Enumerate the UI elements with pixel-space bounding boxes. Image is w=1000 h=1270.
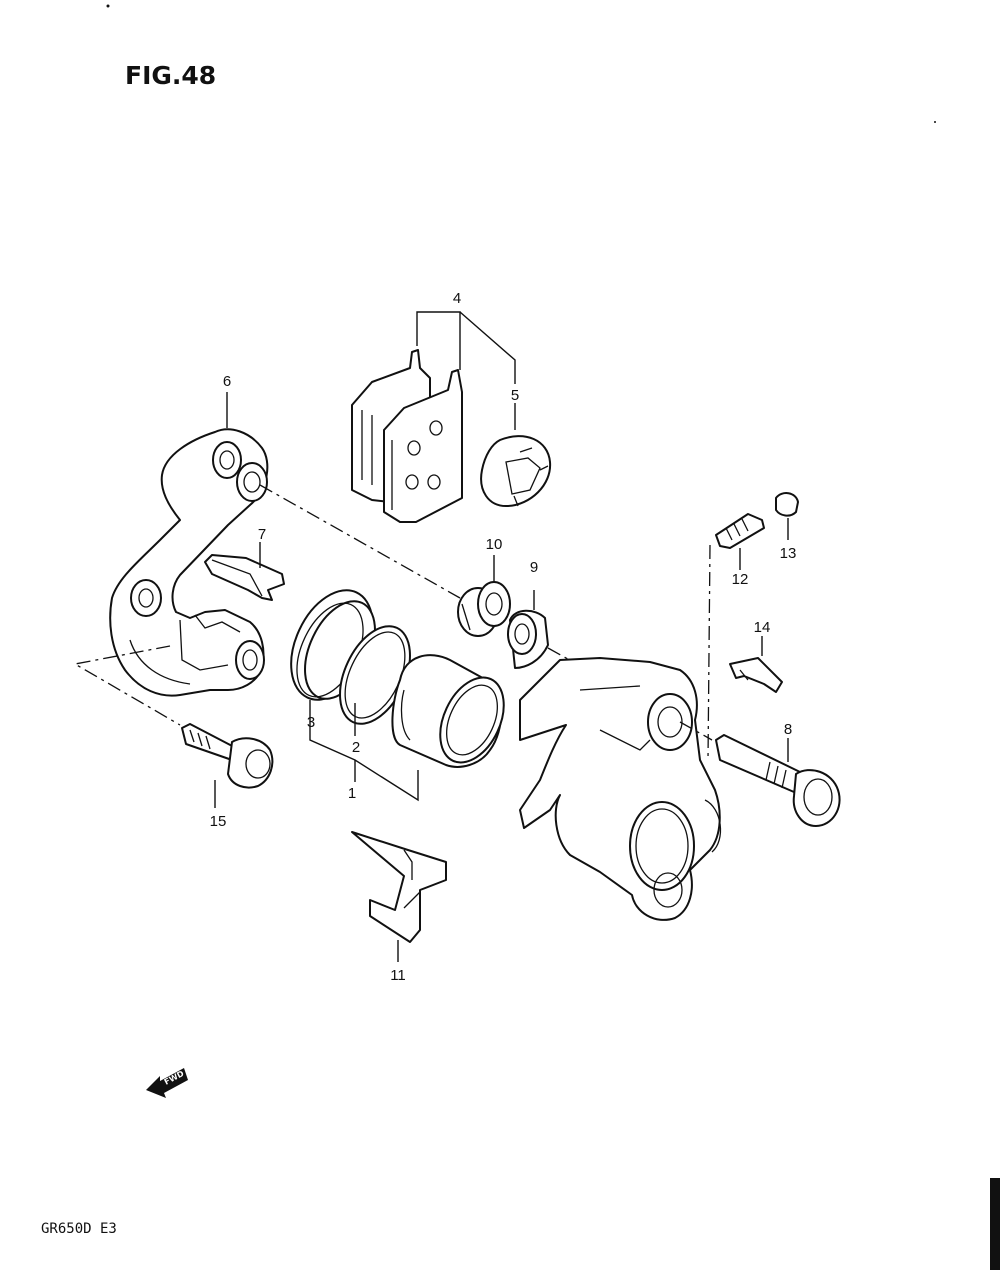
callout-9: 9 xyxy=(530,559,538,576)
model-code: GR650D E3 xyxy=(41,1221,117,1237)
callout-4: 4 xyxy=(453,290,461,307)
axis-line-bleeder xyxy=(707,544,711,761)
callout-3: 3 xyxy=(307,714,315,731)
part-9-boot xyxy=(507,609,549,669)
part-1-piston xyxy=(391,654,505,768)
part-6-caliper-bracket xyxy=(109,428,269,697)
part-12-bleeder-valve xyxy=(715,513,765,549)
part-8-pin-bolt xyxy=(715,734,841,827)
axis-line-bolt-15 xyxy=(73,645,181,726)
leader-4-5-link xyxy=(459,311,516,384)
part-10-boot xyxy=(457,581,511,637)
callout-6: 6 xyxy=(223,373,231,390)
callout-2: 2 xyxy=(352,739,360,756)
callout-14: 14 xyxy=(754,619,771,636)
part-15-bolt xyxy=(181,723,274,789)
speck xyxy=(934,121,936,123)
part-14-pad-retainer xyxy=(729,657,783,693)
part-11-pad-spring xyxy=(351,831,447,943)
callout-12: 12 xyxy=(732,571,749,588)
figure-title: FIG.48 xyxy=(125,61,216,90)
page-edge-mark xyxy=(990,1178,1000,1270)
callout-15: 15 xyxy=(210,813,227,830)
speck xyxy=(106,4,110,8)
part-5-pad-shim xyxy=(480,435,552,508)
caliper-body xyxy=(519,657,722,921)
leader-4 xyxy=(416,311,461,370)
fwd-arrow-icon: FWD xyxy=(146,1068,188,1098)
part-7-pad-spring xyxy=(204,554,285,601)
callout-10: 10 xyxy=(486,536,503,553)
callout-8: 8 xyxy=(784,721,792,738)
callout-1: 1 xyxy=(348,785,356,802)
callout-7: 7 xyxy=(258,526,266,543)
part-4-brake-pads xyxy=(351,349,463,523)
callout-13: 13 xyxy=(780,545,797,562)
axis-line-pin xyxy=(679,721,713,741)
callout-11: 11 xyxy=(390,967,406,984)
callout-5: 5 xyxy=(511,387,519,404)
part-13-bleeder-cap xyxy=(775,492,799,517)
axis-line-upper xyxy=(259,484,461,599)
axis-line-boot xyxy=(547,647,621,689)
